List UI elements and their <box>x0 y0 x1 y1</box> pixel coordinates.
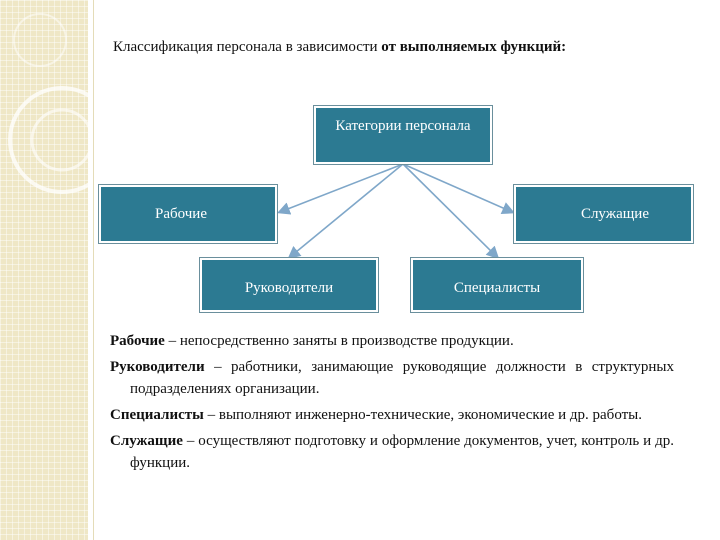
category-specialists-label: Специалисты <box>453 280 541 296</box>
category-workers-box: Рабочие <box>99 185 277 243</box>
connector-to-workers <box>277 163 404 215</box>
connector-to-managers <box>287 163 404 260</box>
definitions-list: Рабочие – непосредственно заняты в произ… <box>110 330 674 478</box>
definition-specialists: Специалисты – выполняют инженерно-технич… <box>110 404 674 426</box>
definition-managers: Руководители – работники, занимающие рук… <box>110 356 674 400</box>
category-servants-label: Служащие <box>580 206 649 222</box>
page-title: Классификация персонала в зависимости от… <box>113 36 673 58</box>
definition-term: Рабочие <box>110 333 165 349</box>
category-root-label: Категории персонала <box>335 118 471 134</box>
definition-servants: Служащие – осуществляют подготовку и офо… <box>110 430 674 474</box>
decorative-circles-icon <box>8 13 88 194</box>
category-root-box: Категории персонала <box>314 106 492 164</box>
category-managers-box: Руководители <box>200 258 378 312</box>
definition-term: Служащие <box>110 433 183 449</box>
category-managers-label: Руководители <box>244 280 334 296</box>
definition-text: – осуществляют подготовку и оформление д… <box>130 433 674 471</box>
decorative-side-band <box>0 0 88 540</box>
definition-text: – выполняют инженерно-технические, эконо… <box>203 407 643 423</box>
definition-text: – работники, занимающие руководящие долж… <box>130 359 674 397</box>
category-servants-box: Служащие <box>514 185 693 243</box>
category-specialists-box: Специалисты <box>411 258 583 312</box>
category-workers-label: Рабочие <box>155 206 207 222</box>
connector-to-servants <box>402 163 515 214</box>
definition-workers: Рабочие – непосредственно заняты в произ… <box>110 330 674 352</box>
definition-term: Руководители <box>110 359 205 375</box>
connector-to-specialists <box>402 163 500 260</box>
definition-term: Специалисты <box>110 407 204 423</box>
decorative-divider <box>93 0 94 540</box>
page-title-text: Классификация персонала в зависимости <box>113 39 382 55</box>
page-title-bold: от выполняемых функций: <box>381 39 567 55</box>
definition-text: – непосредственно заняты в производстве … <box>164 333 514 349</box>
